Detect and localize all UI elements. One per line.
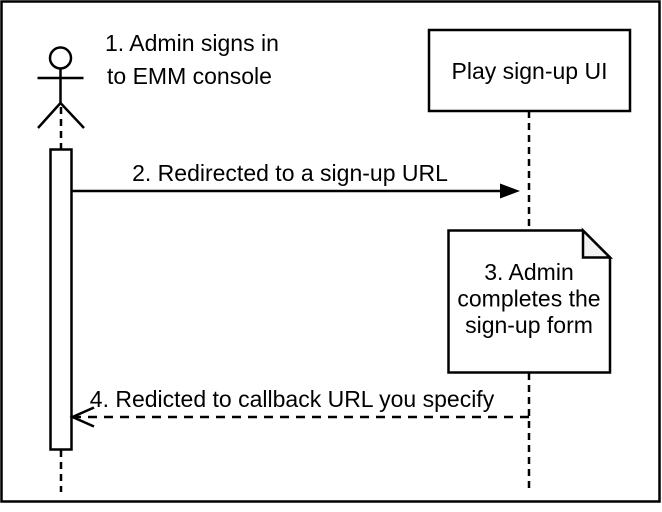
note-shape: 3. Admin completes the sign-up form (447, 227, 614, 374)
actor-leg-left (37, 102, 62, 129)
message-2-arrowhead (500, 183, 520, 199)
note-fold-corner (581, 227, 614, 259)
participant-label: Play sign-up UI (452, 58, 608, 84)
note-label-line3: sign-up form (465, 312, 593, 338)
actor-head (48, 46, 73, 70)
participant-box (427, 28, 632, 113)
actor-icon (37, 46, 85, 129)
actor-leg-right (59, 102, 85, 129)
note-label-line2: completes the (457, 286, 600, 312)
message-4-label: 4. Redicted to callback URL you specify (90, 386, 495, 412)
message-4-arrowhead (69, 406, 95, 428)
actor-label-line1: 1. Admin signs in (105, 30, 279, 56)
note-body (447, 229, 612, 374)
actor-label-line2: to EMM console (107, 63, 272, 89)
activation-bar (49, 148, 73, 451)
note-label-line1: 3. Admin (484, 259, 574, 285)
message-2-label: 2. Redirected to a sign-up URL (132, 160, 448, 186)
